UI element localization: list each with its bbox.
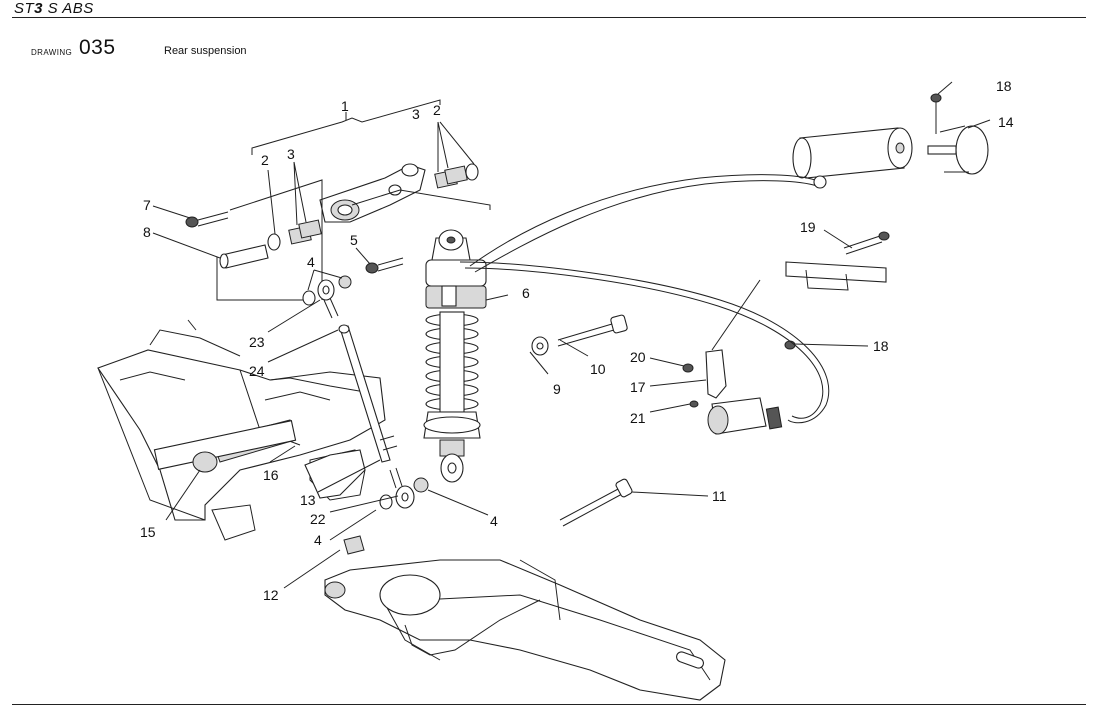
- callout-3-right: 3: [412, 106, 420, 122]
- nut-20-part: [682, 363, 694, 373]
- assembly-lines: [216, 179, 491, 301]
- rocker-link-part: [319, 163, 426, 223]
- model-suffix: S ABS: [43, 0, 94, 17]
- adjuster-hose: [459, 261, 830, 424]
- adjuster-knob-part: [707, 397, 783, 435]
- shock-absorber-part: [423, 229, 487, 483]
- washer-2-right: [465, 163, 479, 181]
- bolt-11-part: [559, 478, 633, 527]
- callout-labels: 1 2 2 3 3 4 4 4 5 6 7 8 9 10 11 12 13 14…: [140, 78, 1014, 603]
- top-rule: [12, 17, 1086, 18]
- drawing-title: Rear suspension: [164, 45, 247, 57]
- bottom-rule: [12, 704, 1086, 705]
- reservoir-part: [792, 127, 913, 179]
- callout-2-right: 2: [433, 102, 441, 118]
- screw-21-part: [689, 400, 699, 408]
- callout-17: 17: [630, 379, 646, 395]
- washer-2-left: [267, 233, 281, 251]
- callout-12: 12: [263, 587, 279, 603]
- callout-18-top: 18: [996, 78, 1012, 94]
- rod-end-23-part: [317, 279, 339, 319]
- callout-19: 19: [800, 219, 816, 235]
- mounting-bar-19-part: [785, 261, 887, 291]
- callout-18-right: 18: [873, 338, 889, 354]
- spacer-4c-part: [379, 494, 393, 510]
- callout-2-left: 2: [261, 152, 269, 168]
- callout-4-right: 4: [490, 513, 498, 529]
- needle-bearings-right: [434, 165, 468, 189]
- bushing-15-part: [192, 451, 218, 473]
- bracket-13-part: [304, 449, 366, 499]
- bracket-1: [251, 99, 441, 155]
- bolt-7-part: [185, 211, 229, 228]
- clamp-14-part: [927, 125, 989, 175]
- callout-4-bottom: 4: [314, 532, 322, 548]
- callout-1: 1: [341, 98, 349, 114]
- spacer-9-part: [531, 336, 549, 356]
- bolt-5-part: [365, 257, 404, 274]
- callout-8: 8: [143, 224, 151, 240]
- callout-22: 22: [310, 511, 326, 527]
- model-bold: 3: [34, 0, 44, 17]
- bolt-10-part: [557, 314, 628, 347]
- callout-24: 24: [249, 363, 265, 379]
- callout-16: 16: [263, 467, 279, 483]
- callout-14: 14: [998, 114, 1014, 130]
- screw-18-top-part: [930, 93, 942, 134]
- rod-end-22-part: [389, 467, 415, 509]
- swingarm-part: [324, 559, 726, 701]
- callout-15: 15: [140, 524, 156, 540]
- reservoir-hose: [469, 174, 816, 267]
- screw-19-part: [843, 231, 890, 255]
- screw-18-right-part: [784, 340, 796, 350]
- callout-11: 11: [712, 488, 727, 504]
- drawing-label: DRAWING: [31, 48, 73, 57]
- callout-13: 13: [300, 492, 316, 508]
- bracket-17-part: [705, 349, 727, 399]
- frame-part: [97, 319, 386, 541]
- bushing-12-part: [343, 535, 365, 555]
- callout-9: 9: [553, 381, 561, 397]
- callout-3-left: 3: [287, 146, 295, 162]
- callout-20: 20: [630, 349, 646, 365]
- spacer-4a-right-part: [338, 275, 352, 289]
- model-name: ST3 S ABS: [14, 0, 94, 17]
- callout-23: 23: [249, 334, 265, 350]
- spacer-4b-part: [413, 477, 429, 493]
- pin-8-part: [219, 244, 269, 269]
- callout-6: 6: [522, 285, 530, 301]
- callout-5: 5: [350, 232, 358, 248]
- callout-10: 10: [590, 361, 606, 377]
- callout-4-top: 4: [307, 254, 315, 270]
- drawing-number: 035: [79, 36, 116, 59]
- callout-21: 21: [630, 410, 646, 426]
- pull-rod-part: [338, 324, 398, 463]
- model-prefix: ST: [14, 0, 35, 17]
- callout-7: 7: [143, 197, 151, 213]
- needle-bearings-left: [288, 219, 322, 245]
- leader-lines: [152, 81, 991, 589]
- spacer-4a-part: [302, 290, 316, 306]
